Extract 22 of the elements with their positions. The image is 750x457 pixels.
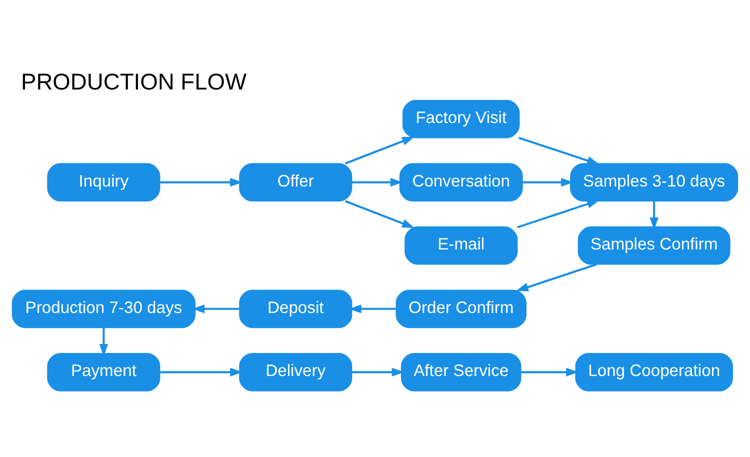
arrow [522,177,574,186]
node-box: Factory Visit [402,99,520,138]
arrow [518,136,600,164]
node-box: Production 7-30 days [12,289,196,328]
node-box: Samples Confirm [578,226,730,264]
node-box: Inquiry [47,162,160,202]
node-box: Offer [239,162,352,202]
node-box: Long Cooperation [575,352,733,391]
arrow [516,262,597,291]
node-box: Deposit [239,289,352,328]
arrow [650,200,658,230]
node-box: Conversation [399,162,523,202]
node-box: Payment [47,352,160,391]
node-box: E-mail [404,226,518,264]
arrow [517,199,600,228]
arrow [344,136,415,164]
diagram-title: PRODUCTION FLOW [20,68,247,94]
node-box: After Service [400,352,522,391]
node-box: Order Confirm [396,289,526,328]
arrow [344,200,415,228]
node-box: Samples 3-10 days [570,162,738,202]
node-box: Delivery [239,352,352,391]
